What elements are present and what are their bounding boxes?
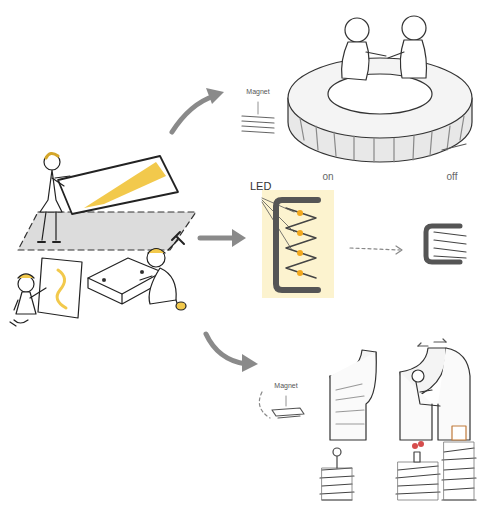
person-arm [388, 52, 404, 58]
worker-body [149, 268, 176, 304]
woman-feet [38, 241, 60, 243]
led [297, 250, 303, 256]
panel-shadow [18, 212, 196, 250]
lamp-stem [336, 456, 337, 468]
magnet-stack [242, 116, 274, 133]
led-dots [297, 210, 303, 276]
person-head [402, 16, 426, 40]
magnet-joint [272, 408, 304, 418]
person-body [400, 40, 426, 78]
state-label: on [322, 171, 333, 182]
panel-glow [84, 162, 166, 208]
part-label: Magnet [246, 88, 269, 96]
led [297, 210, 303, 216]
curved-stool [330, 352, 376, 440]
hammer [172, 232, 184, 244]
worker-arms [140, 240, 178, 280]
child-head [18, 276, 34, 292]
flow-arrow [172, 96, 214, 132]
person-arm [366, 52, 386, 56]
woman-body [40, 170, 62, 212]
curved-seat [400, 348, 470, 440]
shelf-outline [398, 462, 438, 500]
flow-arrow [206, 334, 246, 364]
arrow-head [232, 229, 246, 247]
worker-shoe [176, 302, 186, 310]
sofa-arrow [442, 144, 466, 150]
stool-lines [336, 384, 364, 424]
ring-sofa-hole [328, 74, 432, 114]
flow-arrow [200, 236, 234, 241]
flower [418, 441, 424, 447]
child-legs [10, 320, 28, 326]
folded-stack [434, 232, 466, 258]
woman-arms [52, 176, 70, 186]
leader-line [286, 396, 287, 406]
child-body [14, 288, 46, 314]
state-label: off [447, 171, 458, 182]
vase [414, 452, 420, 462]
sitter-body [416, 382, 440, 406]
led [297, 270, 303, 276]
dotted-arrow [350, 248, 400, 250]
arrow-head [206, 88, 224, 104]
arrow-head [242, 354, 258, 372]
leader-line [258, 102, 259, 114]
join-arrows [418, 342, 446, 346]
part-label: Magnet [274, 382, 297, 390]
person-head [345, 18, 369, 42]
screw [103, 279, 106, 282]
dashed-arc [259, 392, 270, 418]
sitter-head [412, 370, 424, 382]
screw [141, 271, 144, 274]
lamp-glow [262, 190, 334, 298]
ring-hatching [300, 116, 464, 162]
flower [412, 443, 418, 449]
stack-table-outline [322, 468, 352, 500]
child-hat [18, 274, 34, 278]
person-body [342, 42, 369, 80]
join-arrows [418, 339, 446, 346]
picture-frame [452, 426, 466, 440]
shelf-outline [444, 442, 474, 500]
folded-stack [286, 208, 316, 278]
led [297, 230, 303, 236]
woman-head [44, 154, 60, 170]
lamp-bulb [333, 448, 341, 456]
board-squiggle [57, 270, 66, 308]
stack-table [320, 468, 354, 500]
woman-hair [46, 153, 58, 158]
lamp-frame [276, 200, 318, 290]
worker-hat [148, 249, 165, 254]
arrow-head [396, 246, 402, 254]
drawing-board [38, 258, 82, 318]
part-label: LED [250, 180, 271, 192]
woman-legs [42, 212, 56, 240]
stack-shelves [396, 448, 476, 500]
worker-head [147, 249, 165, 267]
leader-line [262, 198, 294, 250]
light-panel [58, 156, 178, 214]
